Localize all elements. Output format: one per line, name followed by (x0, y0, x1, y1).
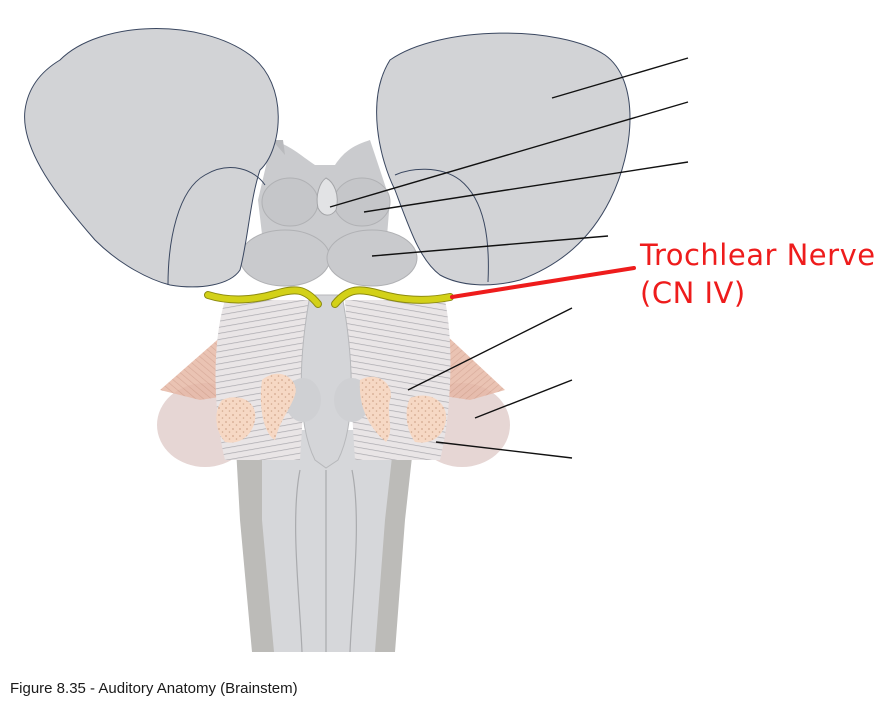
right-trochlear-nerve (331, 286, 454, 308)
fourth-ventricle-floor (285, 294, 370, 469)
right-hemisphere (376, 32, 631, 286)
medulla-oblongata (235, 430, 415, 653)
pointer-line-1 (551, 57, 689, 99)
pointer-line-3 (363, 161, 689, 213)
pointer-line-7 (435, 441, 573, 459)
left-hemisphere (24, 28, 279, 288)
callout-pointer-line (450, 266, 636, 299)
figure-caption: Figure 8.35 - Auditory Anatomy (Brainste… (10, 680, 298, 697)
left-trochlear-nerve (204, 286, 322, 308)
pointer-line-6 (474, 379, 573, 419)
pointer-line-4 (371, 235, 609, 257)
unlabeled-pointer-lines (329, 57, 689, 459)
callout-label-line1: Trochlear Nerve (640, 238, 876, 272)
cochlear-nuclei (216, 373, 447, 443)
colliculi (239, 177, 418, 287)
callout-label-line2: (CN IV) (640, 276, 746, 310)
trochlear-nerve-label: Trochlear Nerve (CN IV) (640, 236, 876, 312)
pointer-line-5 (407, 307, 573, 391)
pointer-line-2 (329, 101, 689, 208)
